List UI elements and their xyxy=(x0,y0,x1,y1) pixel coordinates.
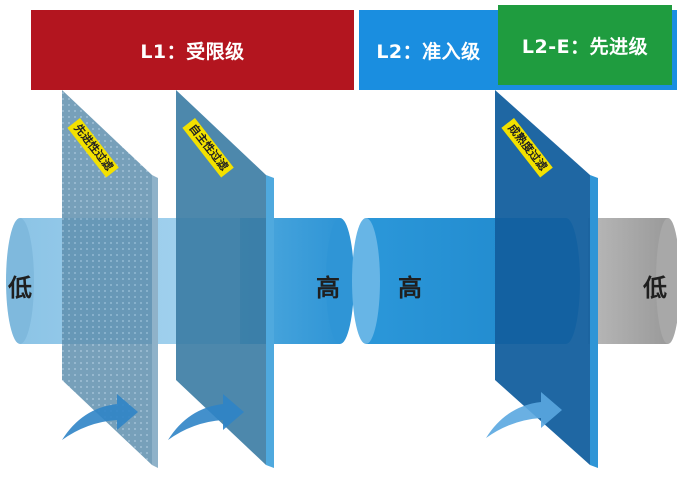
curved-arrow-icon xyxy=(486,392,562,438)
l2-label: L2：准入级 xyxy=(376,40,481,63)
l2e-label: L2-E：先进级 xyxy=(521,35,649,58)
curved-arrow-icon xyxy=(168,394,244,440)
filter-panel-advancement xyxy=(62,90,158,468)
l1-label: L1：受限级 xyxy=(140,40,245,63)
filter-panel-autonomy xyxy=(176,90,274,468)
label-high-2: 高 xyxy=(398,274,422,302)
l2e-banner-text: L2-E：先进级 xyxy=(498,5,672,85)
cylinder-right xyxy=(588,218,677,344)
curved-arrow-icon xyxy=(62,394,138,440)
label-high-1: 高 xyxy=(316,274,340,302)
l2e-banner-bg xyxy=(498,5,672,85)
label-low-left: 低 xyxy=(8,274,32,302)
l1-banner-bg xyxy=(31,10,354,90)
l2-banner-text: L2：准入级 xyxy=(359,10,498,90)
label-low-right: 低 xyxy=(643,274,667,302)
l1-banner-text: L1：受限级 xyxy=(31,10,354,90)
filter-panel-maturity xyxy=(495,90,598,468)
